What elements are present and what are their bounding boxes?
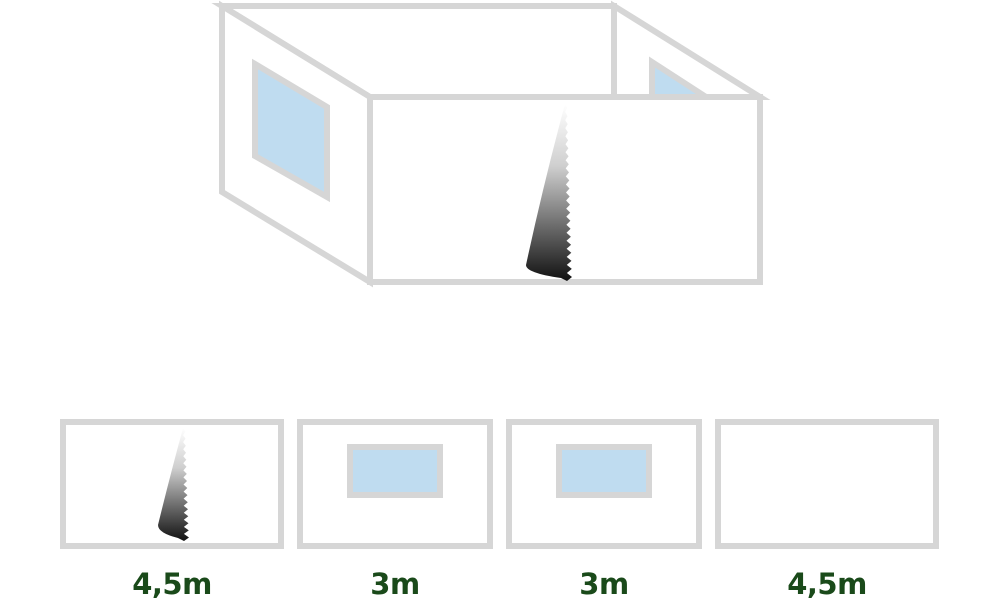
panel-3-window [556, 444, 652, 498]
left-wall-window [252, 58, 330, 203]
saw-cut-icon [158, 428, 189, 541]
panel-row [60, 419, 939, 549]
saw-cut-icon [526, 104, 572, 281]
panel-3-length-label: 3m [579, 567, 629, 601]
room-3d [211, 0, 771, 288]
saw-blade-shape [158, 428, 189, 541]
panel-1-length-label: 4,5m [132, 567, 212, 601]
panel-2-window [347, 444, 443, 498]
panel-4-length-label: 4,5m [787, 567, 867, 601]
panel-2-length-label: 3m [370, 567, 420, 601]
saw-blade-shape [526, 104, 572, 281]
wall-panel-4 [715, 419, 939, 549]
